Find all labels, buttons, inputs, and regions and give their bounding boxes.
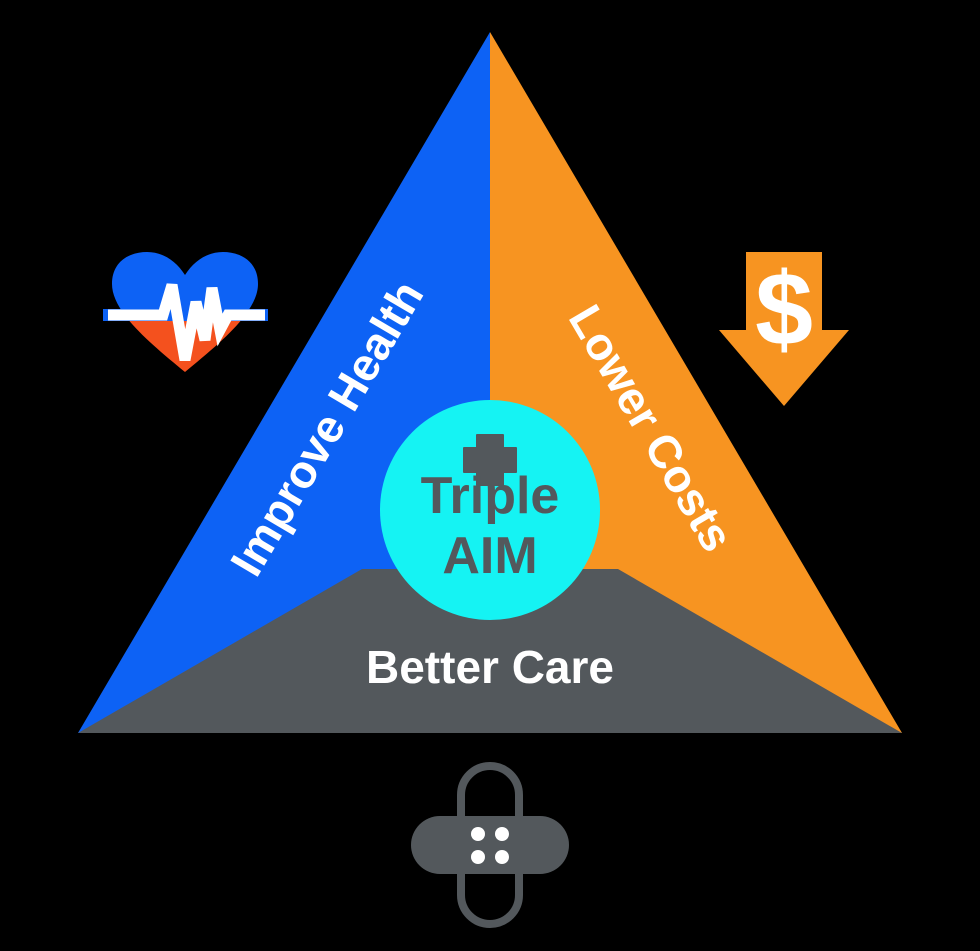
bandage-center-pad: [465, 816, 515, 874]
center-badge[interactable]: Triple AIM: [380, 400, 600, 620]
down-arrow-shape: [719, 252, 849, 406]
dollar-sign-glyph: $: [755, 252, 813, 368]
segment-better-care[interactable]: [78, 569, 902, 733]
bandage-dots: [471, 827, 509, 864]
center-circle[interactable]: [380, 400, 600, 620]
plus-icon: [463, 434, 517, 486]
heart-top-half: [112, 252, 258, 315]
center-text-line2: AIM: [442, 527, 537, 585]
label-better-care: Better Care: [366, 641, 614, 693]
dollar-down-arrow-icon: $: [719, 252, 849, 406]
bandage-cross-icon: [411, 762, 569, 928]
segment-improve-health[interactable]: [78, 32, 490, 733]
triangle-group: [78, 32, 902, 733]
center-text-line1: Triple: [421, 467, 560, 525]
segment-lower-costs[interactable]: [490, 32, 902, 733]
pulse-line: [108, 283, 265, 362]
heartbeat-icon: [103, 252, 268, 372]
